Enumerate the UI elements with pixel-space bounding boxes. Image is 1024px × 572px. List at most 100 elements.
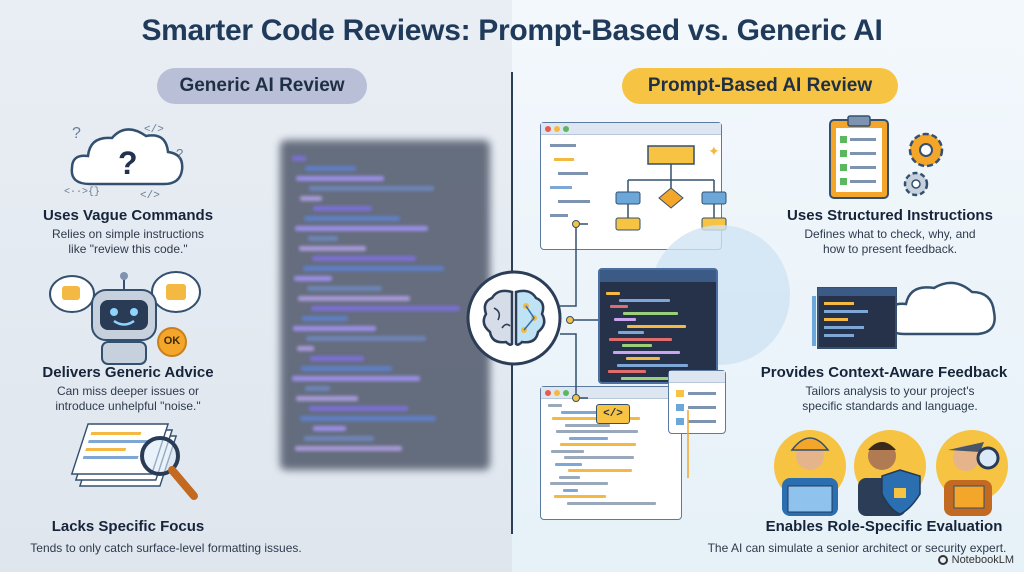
code-line	[551, 449, 584, 453]
feature-desc-generic-1: Can miss deeper issues or	[56, 384, 200, 398]
code-line	[565, 423, 610, 427]
svg-text:</>: </>	[140, 190, 160, 202]
svg-text:<··>{}: <··>{}	[64, 186, 100, 198]
code-line	[310, 356, 364, 361]
code-line	[621, 376, 696, 380]
code-line	[292, 376, 420, 381]
code-line	[302, 316, 348, 321]
code-line	[300, 416, 436, 421]
code-line	[619, 298, 670, 302]
svg-text:</>: </>	[144, 124, 164, 136]
generic-ai-review-heading: Generic AI Review	[157, 68, 367, 104]
notebooklm-brand: NotebookLM	[937, 554, 1014, 566]
expert-roles-icon	[774, 430, 1008, 516]
brain-icon	[466, 270, 562, 366]
code-tag-badge: </>	[596, 404, 630, 424]
feature-title-context: Provides Context-Aware Feedback	[760, 364, 1008, 381]
feature-title-vague: Uses Vague Commands	[42, 207, 214, 224]
feature-title-structured: Uses Structured Instructions	[787, 207, 993, 224]
feature-desc-context-2: specific standards and language.	[802, 399, 978, 413]
code-line	[306, 336, 426, 341]
feature-title-focus: Lacks Specific Focus	[51, 518, 205, 535]
notebooklm-logo-icon	[937, 555, 948, 565]
feature-desc-vague-2: like "review this code."	[68, 242, 188, 256]
code-line	[312, 256, 416, 261]
code-line	[305, 386, 330, 391]
code-line	[610, 305, 628, 308]
code-line	[548, 404, 562, 407]
svg-text:?: ?	[118, 145, 138, 181]
code-line	[564, 456, 634, 459]
ok-badge: OK	[163, 335, 181, 347]
connector-lines	[480, 220, 689, 478]
code-line	[297, 346, 314, 351]
code-line	[313, 426, 346, 431]
code-line	[560, 443, 636, 446]
code-line	[309, 186, 434, 191]
code-line	[617, 363, 688, 367]
feature-desc-vague-1: Relies on simple instructions	[51, 227, 205, 241]
code-line	[301, 366, 392, 371]
code-cloud-icon	[812, 281, 996, 349]
flowchart-diagram: ✦	[550, 144, 727, 231]
code-line	[613, 350, 680, 354]
code-line	[294, 276, 332, 281]
feature-desc-role: The AI can simulate a senior architect o…	[707, 541, 1007, 555]
feature-desc-structured-1: Defines what to check, why, and	[804, 227, 976, 241]
prompt-based-ai-review-heading: Prompt-Based AI Review	[622, 68, 898, 104]
feature-title-role: Enables Role-Specific Evaluation	[765, 518, 1003, 535]
code-line	[567, 501, 656, 505]
svg-text:?: ?	[176, 146, 183, 161]
code-line	[606, 292, 620, 295]
code-line	[622, 344, 652, 347]
code-line	[618, 331, 644, 334]
feature-desc-generic-2: introduce unhelpful "noise."	[55, 399, 201, 413]
feature-desc-context-1: Tailors analysis to your project's	[805, 384, 975, 398]
code-line	[561, 410, 612, 414]
code-line	[304, 216, 400, 221]
code-line	[303, 266, 444, 271]
code-line	[614, 318, 636, 321]
code-line	[308, 236, 338, 241]
code-line	[563, 488, 578, 492]
code-line	[296, 176, 384, 181]
code-line	[568, 469, 632, 472]
code-line	[299, 246, 366, 251]
page-title: Smarter Code Reviews: Prompt-Based vs. G…	[141, 14, 883, 47]
code-line	[293, 326, 376, 331]
code-line	[554, 495, 606, 498]
code-line	[556, 430, 638, 433]
feature-desc-focus: Tends to only catch surface-level format…	[30, 541, 302, 555]
code-line	[305, 166, 356, 171]
vague-cloud-icon: ? ? ? </> <··>{} </>	[64, 124, 184, 202]
code-line	[313, 206, 372, 211]
code-line	[298, 296, 410, 301]
robot-thumbs-up-icon	[49, 271, 201, 365]
code-line	[550, 482, 608, 485]
code-line	[623, 311, 678, 315]
code-line	[609, 337, 672, 341]
code-line	[295, 446, 402, 451]
code-line	[292, 156, 306, 161]
code-line	[295, 226, 428, 231]
code-line	[296, 396, 358, 401]
code-line	[555, 462, 582, 466]
brand-label: NotebookLM	[951, 554, 1014, 566]
code-line	[307, 286, 382, 291]
code-line	[626, 357, 660, 360]
feature-desc-structured-2: how to present feedback.	[822, 242, 958, 256]
checklist-items	[676, 390, 716, 425]
code-line	[608, 370, 646, 373]
clipboard-gears-icon	[829, 115, 944, 199]
code-line	[304, 436, 374, 441]
code-line	[627, 324, 686, 328]
svg-text:?: ?	[72, 125, 81, 142]
code-line	[559, 475, 580, 479]
code-line	[569, 436, 608, 440]
blurred-code-block	[280, 140, 490, 470]
code-line	[309, 406, 408, 411]
code-line	[300, 196, 322, 201]
feature-title-generic: Delivers Generic Advice	[42, 364, 214, 381]
svg-text:✦: ✦	[708, 144, 720, 160]
magnifier-documents-icon	[70, 423, 198, 500]
